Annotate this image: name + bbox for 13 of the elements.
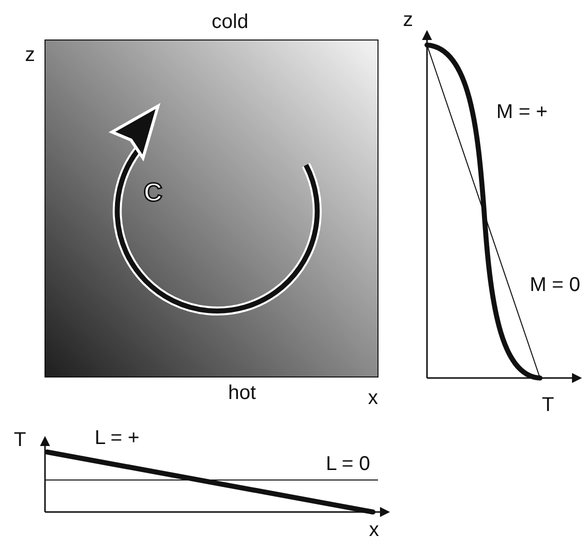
- curve-label: M = 0: [530, 275, 580, 295]
- curve-label: L = +: [94, 428, 140, 448]
- axis-label: x: [368, 388, 378, 408]
- region-label: cold: [212, 12, 248, 32]
- region-label: hot: [228, 383, 256, 403]
- curve-label: L = 0: [326, 454, 370, 474]
- axis-label: T: [542, 395, 554, 415]
- axis-label: T: [14, 430, 26, 450]
- axis-label: z: [25, 45, 35, 65]
- axis-label: z: [403, 10, 413, 30]
- axis-label: x: [369, 520, 379, 538]
- circulation-label: C: [144, 179, 162, 205]
- curve-label: M = +: [496, 102, 548, 122]
